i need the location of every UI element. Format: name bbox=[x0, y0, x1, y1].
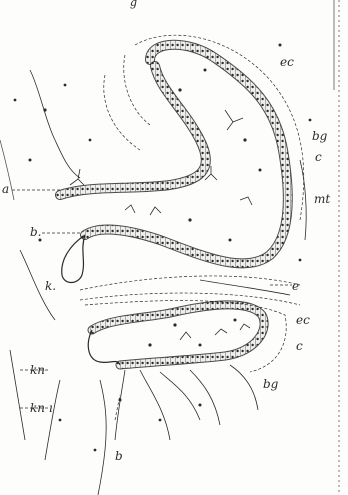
label-ec-bottom: ec bbox=[296, 313, 310, 327]
label-ec-top: ec bbox=[280, 55, 294, 69]
label-bg-bottom: bg bbox=[263, 377, 279, 391]
label-mt: mt bbox=[314, 192, 330, 206]
label-c-bottom: c bbox=[296, 339, 303, 353]
label-kn: kn bbox=[30, 363, 45, 377]
lower-epithelium bbox=[88, 305, 264, 365]
label-a: a bbox=[2, 182, 9, 196]
label-e: e bbox=[292, 279, 299, 293]
label-k: k. bbox=[45, 279, 56, 293]
label-bg-top: bg bbox=[312, 129, 328, 143]
label-b-bottom: b bbox=[115, 449, 123, 463]
upper-epithelium bbox=[60, 45, 288, 283]
label-g-top: g bbox=[130, 0, 137, 9]
label-kn1: kn ı bbox=[30, 401, 53, 415]
label-b-top: b. bbox=[30, 225, 42, 239]
label-c-top: c bbox=[315, 150, 322, 164]
